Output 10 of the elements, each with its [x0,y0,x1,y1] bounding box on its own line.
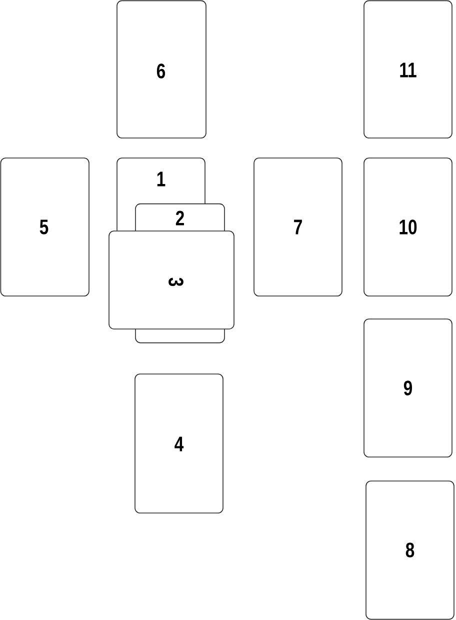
card: 9 [364,318,452,458]
card: 11 [364,0,452,138]
card: 5 [0,158,90,296]
card: 6 [116,0,206,138]
card: 1 [116,158,206,208]
card: 7 [254,158,342,296]
card: 3 [108,230,234,330]
card: 10 [364,158,452,296]
card: 8 [366,480,454,620]
card: 4 [134,374,224,514]
